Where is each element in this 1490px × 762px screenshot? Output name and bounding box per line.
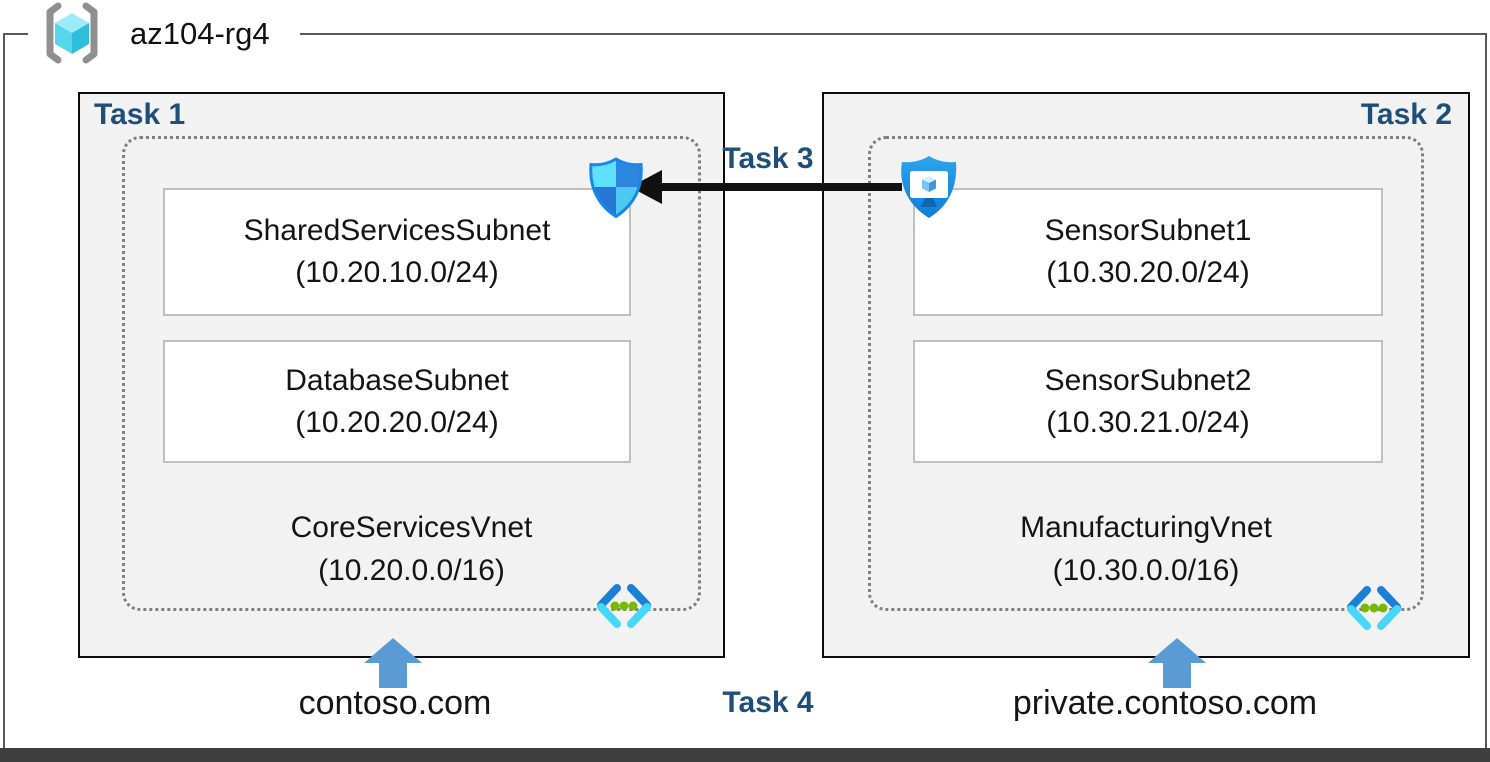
left-black-arrow [630,164,906,210]
task2-label: Task 2 [1360,98,1452,131]
dns-label-contoso: contoso.com [298,684,492,722]
vnet-cidr: (10.20.0.0/16) [318,554,505,587]
subnet-box-sensor1: SensorSubnet1 (10.30.20.0/24) [913,188,1383,316]
vnet-label-manufacturing: ManufacturingVnet (10.30.0.0/16) [868,506,1424,592]
subnet-box-database: DatabaseSubnet (10.20.20.0/24) [163,340,631,463]
dns-label-private-contoso: private.contoso.com [1012,684,1318,722]
subnet-cidr: (10.30.20.0/24) [1046,256,1250,289]
up-block-arrow [364,638,422,688]
resource-group-name: az104-rg4 [130,16,270,51]
subnet-name: SensorSubnet1 [1044,214,1252,247]
virtual-network-icon [591,583,657,629]
subnet-name: DatabaseSubnet [285,363,509,397]
subnet-name: SensorSubnet2 [1044,363,1252,397]
subnet-cidr: (10.20.10.0/24) [295,256,499,289]
vnet-name: CoreServicesVnet [290,511,533,544]
vnet-label-coreservices: CoreServicesVnet (10.20.0.0/16) [122,506,701,592]
resource-group-icon [36,2,108,64]
task1-label: Task 1 [94,98,186,131]
vnet-cidr: (10.30.0.0/16) [1052,554,1240,587]
subnet-box-sensor2: SensorSubnet2 (10.30.21.0/24) [913,340,1383,463]
virtual-network-icon [1341,585,1407,631]
vnet-boundary-coreservices [122,136,701,611]
bottom-edge-bar [0,748,1490,762]
subnet-cidr: (10.30.21.0/24) [1046,405,1250,439]
subnet-name: SharedServicesSubnet [243,214,551,247]
up-block-arrow [1148,638,1206,688]
task3-label: Task 3 [722,142,814,175]
subnet-box-sharedservices: SharedServicesSubnet (10.20.10.0/24) [163,188,631,316]
vnet-boundary-manufacturing [868,136,1424,611]
vnet-name: ManufacturingVnet [1020,511,1272,544]
resource-group-frame [3,33,1487,748]
bastion-shield-icon [894,154,964,226]
frame-label-gap [28,31,300,39]
network-security-shield-icon [584,156,648,220]
task4-label: Task 4 [722,686,814,719]
subnet-cidr: (10.20.20.0/24) [295,405,499,439]
